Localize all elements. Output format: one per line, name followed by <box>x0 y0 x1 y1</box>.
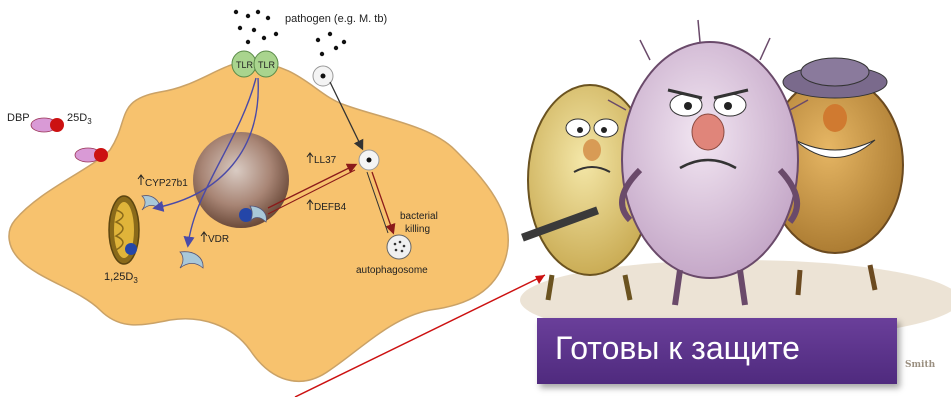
dbp-molecule <box>31 118 64 132</box>
phagosome-internal <box>359 150 379 170</box>
tlr-label: TLR <box>236 60 254 70</box>
bacterial-label: bacterial <box>400 211 438 222</box>
ll37-label: LL37 <box>314 155 337 166</box>
autophagosome <box>387 235 411 259</box>
autophagosome-label: autophagosome <box>356 265 428 276</box>
d3-label: 25D3 <box>67 112 92 126</box>
caption-banner: Готовы к защите <box>537 318 897 384</box>
mitochondrion <box>109 196 139 264</box>
d3-active-label: 1,25D3 <box>104 271 138 285</box>
caption-text: Готовы к защите <box>555 330 800 367</box>
dbp-label: DBP <box>7 112 30 124</box>
cyp-label: CYP27b1 <box>145 178 188 189</box>
pathogen-label: pathogen (e.g. M. tb) <box>285 13 387 25</box>
defb4-label: DEFB4 <box>314 202 347 213</box>
tlr-label-2: TLR <box>258 60 276 70</box>
artist-credit: Smith <box>905 360 935 370</box>
cartoon-illustration <box>520 20 951 340</box>
vdr-label: VDR <box>208 234 229 245</box>
dbp-molecule-bound <box>75 148 108 162</box>
killing-label: killing <box>405 224 430 235</box>
